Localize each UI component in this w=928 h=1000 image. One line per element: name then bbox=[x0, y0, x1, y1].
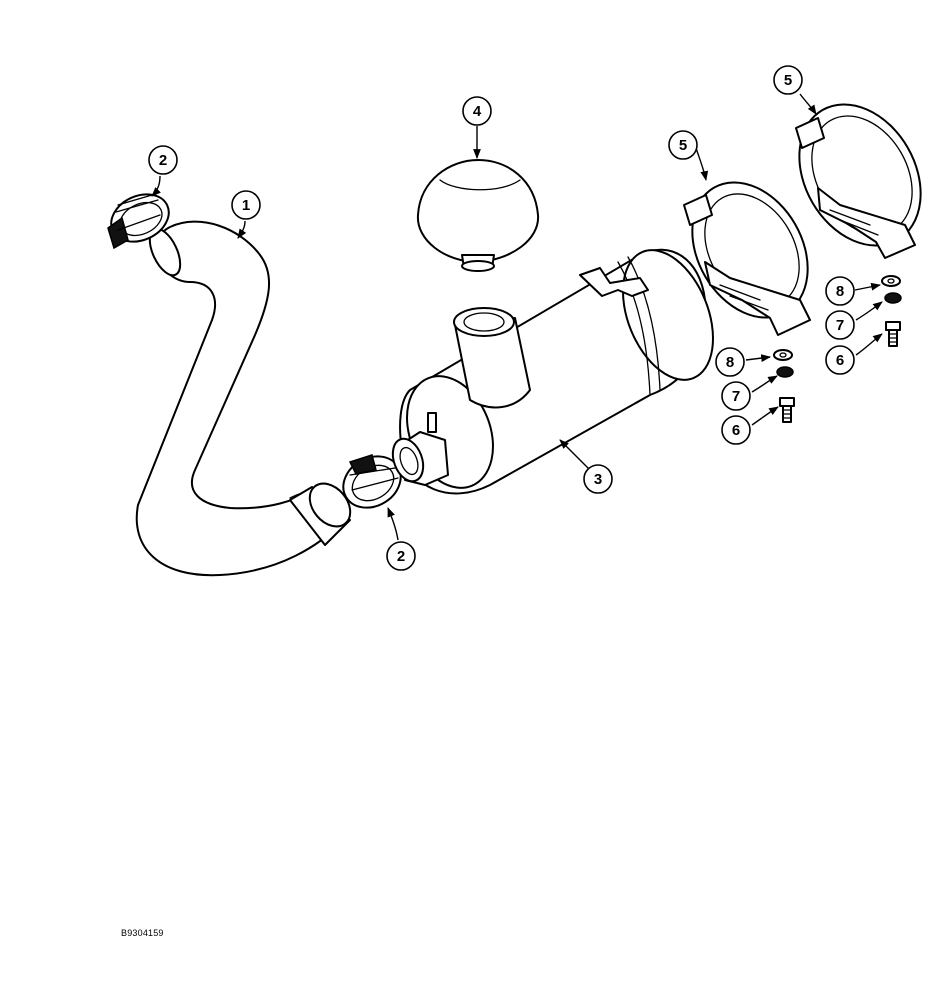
callout-lockwasher-left: 7 bbox=[721, 381, 751, 411]
leader-2-bottom bbox=[387, 507, 399, 541]
callout-band-left: 5 bbox=[668, 130, 698, 160]
washer-right bbox=[881, 275, 901, 287]
leader-5-left bbox=[695, 147, 709, 181]
leader-3 bbox=[559, 439, 591, 471]
leader-lines bbox=[151, 93, 883, 541]
svg-text:6: 6 bbox=[836, 352, 844, 369]
leader-6-right bbox=[855, 333, 883, 356]
svg-text:8: 8 bbox=[726, 354, 734, 371]
precleaner-cap bbox=[416, 159, 540, 272]
svg-text:8: 8 bbox=[836, 283, 844, 300]
callout-lockwasher-right: 7 bbox=[825, 310, 855, 340]
leader-7-left bbox=[751, 375, 778, 393]
leader-8-right bbox=[854, 282, 881, 291]
callout-bolt-left: 6 bbox=[721, 415, 751, 445]
washer-left bbox=[773, 349, 793, 361]
hose-clamp-top bbox=[107, 193, 170, 250]
leader-2-top bbox=[151, 175, 162, 197]
svg-text:6: 6 bbox=[732, 422, 740, 439]
hose-part bbox=[135, 220, 352, 577]
callout-hose: 1 bbox=[231, 190, 261, 220]
callout-clamp-bottom: 2 bbox=[386, 541, 416, 571]
svg-text:7: 7 bbox=[836, 317, 844, 334]
leader-6-left bbox=[751, 406, 779, 426]
callout-washer-left: 8 bbox=[715, 347, 745, 377]
svg-text:5: 5 bbox=[679, 137, 687, 154]
svg-text:3: 3 bbox=[594, 471, 602, 488]
svg-text:2: 2 bbox=[397, 548, 405, 565]
callout-bolt-right: 6 bbox=[825, 345, 855, 375]
callout-clamp-top: 2 bbox=[148, 145, 178, 175]
svg-text:7: 7 bbox=[732, 388, 740, 405]
svg-text:1: 1 bbox=[242, 197, 250, 214]
callout-cap: 4 bbox=[462, 96, 492, 126]
callout-band-right: 5 bbox=[773, 65, 803, 95]
leader-7-right bbox=[855, 301, 883, 321]
leader-8-left bbox=[745, 354, 771, 362]
mounting-band-right bbox=[795, 103, 922, 259]
figure-id: B9304159 bbox=[121, 928, 164, 938]
lockwasher-left bbox=[776, 366, 794, 378]
air-cleaner-body bbox=[391, 248, 714, 495]
mounting-band-left bbox=[683, 181, 811, 336]
bolt-left bbox=[779, 397, 795, 423]
callout-air-cleaner: 3 bbox=[583, 464, 613, 494]
bolt-right bbox=[885, 321, 901, 347]
svg-text:5: 5 bbox=[784, 72, 792, 89]
svg-text:4: 4 bbox=[473, 103, 482, 120]
leader-1 bbox=[237, 220, 247, 239]
svg-text:2: 2 bbox=[159, 152, 167, 169]
callout-washer-right: 8 bbox=[825, 276, 855, 306]
lockwasher-right bbox=[884, 292, 902, 304]
leader-5-right bbox=[799, 93, 817, 115]
